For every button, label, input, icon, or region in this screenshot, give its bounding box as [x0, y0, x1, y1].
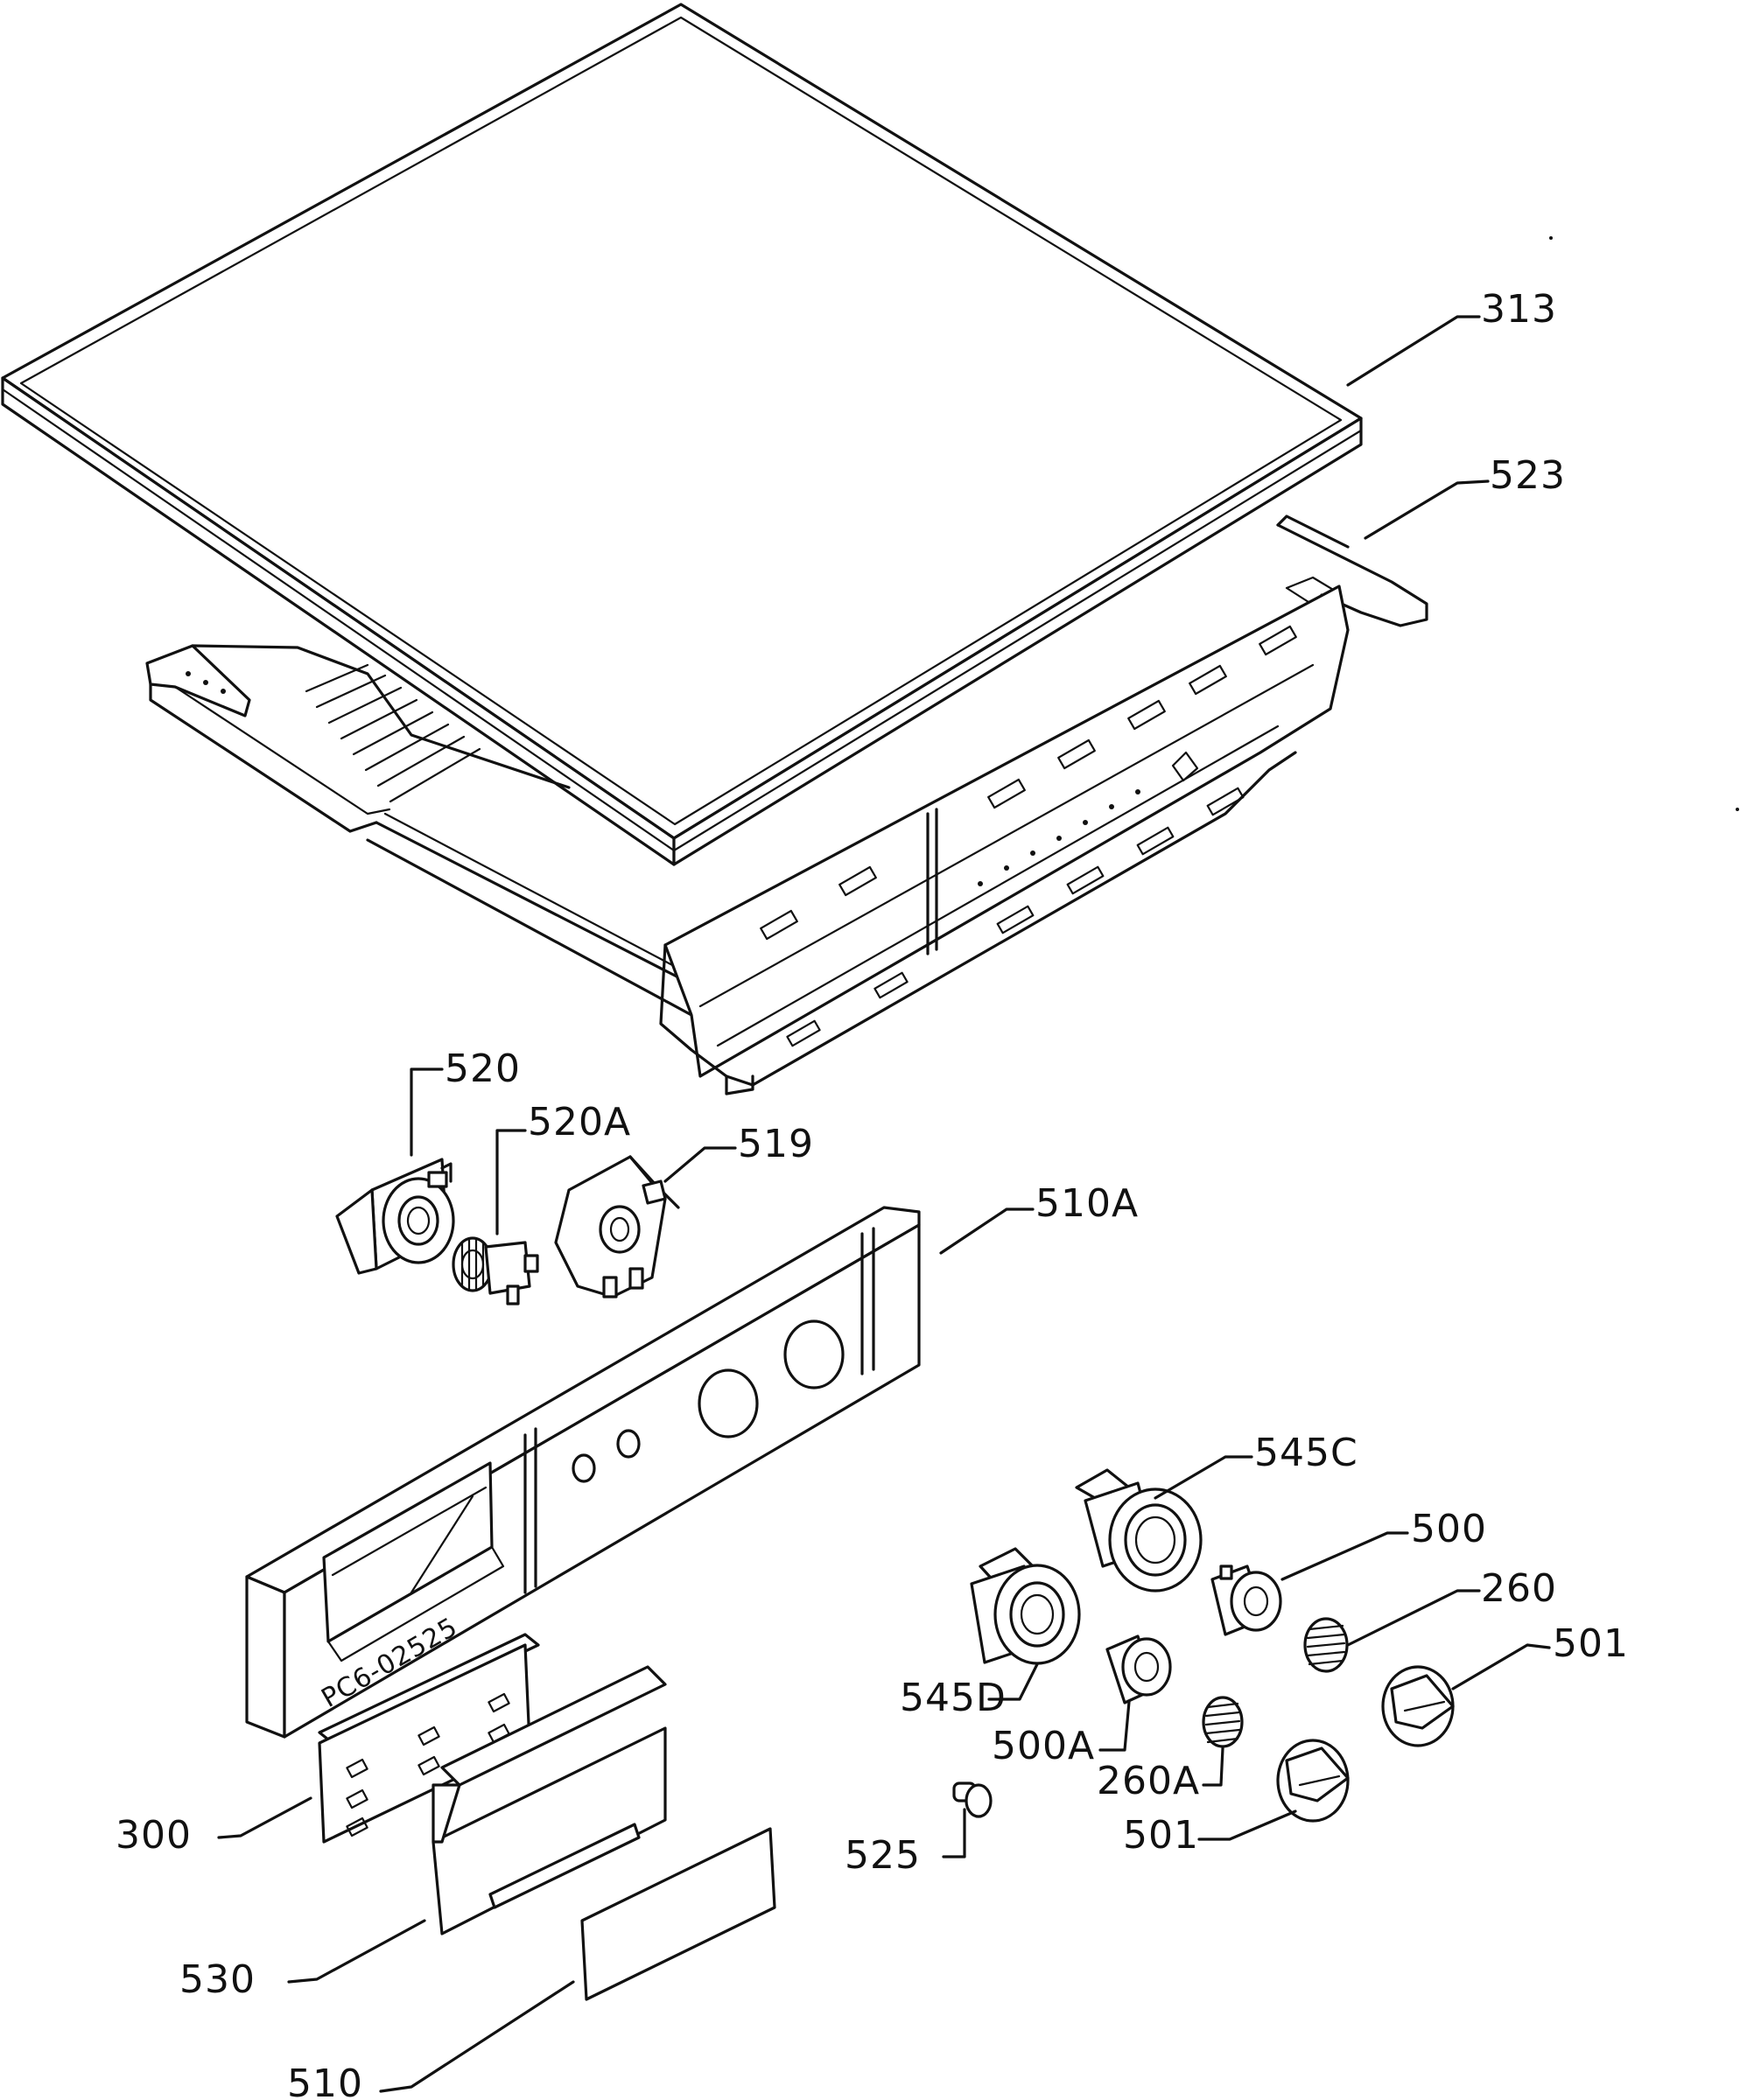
callout-520A: 520A — [528, 1100, 631, 1144]
part-500-bushing — [1210, 1564, 1282, 1636]
part-523-frame — [145, 514, 1428, 1096]
part-313-top-cover — [1, 3, 1363, 866]
speck — [1736, 808, 1739, 811]
callout-501-upper: 501 — [1553, 1621, 1629, 1666]
callout-300: 300 — [116, 1813, 192, 1858]
callout-545C: 545C — [1254, 1431, 1358, 1475]
speck — [1549, 236, 1553, 240]
callout-510: 510 — [287, 2062, 363, 2100]
part-510-panel-insert — [580, 1827, 776, 2001]
callout-523: 523 — [1490, 453, 1566, 498]
part-501-knob-upper — [1381, 1665, 1455, 1747]
callout-500A: 500A — [992, 1724, 1095, 1768]
callout-530: 530 — [179, 1957, 256, 2002]
part-520A-lamp-holder — [452, 1236, 539, 1306]
part-300-clip-plate — [318, 1633, 540, 1844]
callout-501-lower: 501 — [1123, 1813, 1199, 1858]
callout-labels: 313 523 520 520A 519 510A 545C 500 260 5… — [116, 287, 1629, 2100]
callout-260: 260 — [1481, 1566, 1557, 1611]
part-530-drawer-handle — [431, 1665, 667, 1936]
part-501-knob-lower — [1276, 1739, 1350, 1823]
part-260-spring — [1303, 1617, 1349, 1673]
callout-520: 520 — [445, 1046, 521, 1091]
part-500A-bushing — [1105, 1634, 1172, 1704]
callout-510A: 510A — [1035, 1181, 1139, 1226]
callout-500: 500 — [1411, 1507, 1487, 1551]
callout-525: 525 — [845, 1833, 921, 1878]
callout-260A: 260A — [1097, 1759, 1200, 1803]
part-545C-knob-housing — [1075, 1468, 1203, 1592]
callout-545D: 545D — [900, 1676, 1007, 1720]
part-525-indicator-lens — [952, 1782, 993, 1818]
part-519-bracket — [554, 1155, 680, 1298]
part-520-switch-housing — [335, 1158, 455, 1275]
callout-519: 519 — [738, 1122, 814, 1166]
part-260A-spring — [1202, 1696, 1244, 1748]
leader-lines — [217, 315, 1551, 2093]
part-545D-knob-housing — [970, 1547, 1081, 1665]
callout-313: 313 — [1481, 287, 1557, 332]
